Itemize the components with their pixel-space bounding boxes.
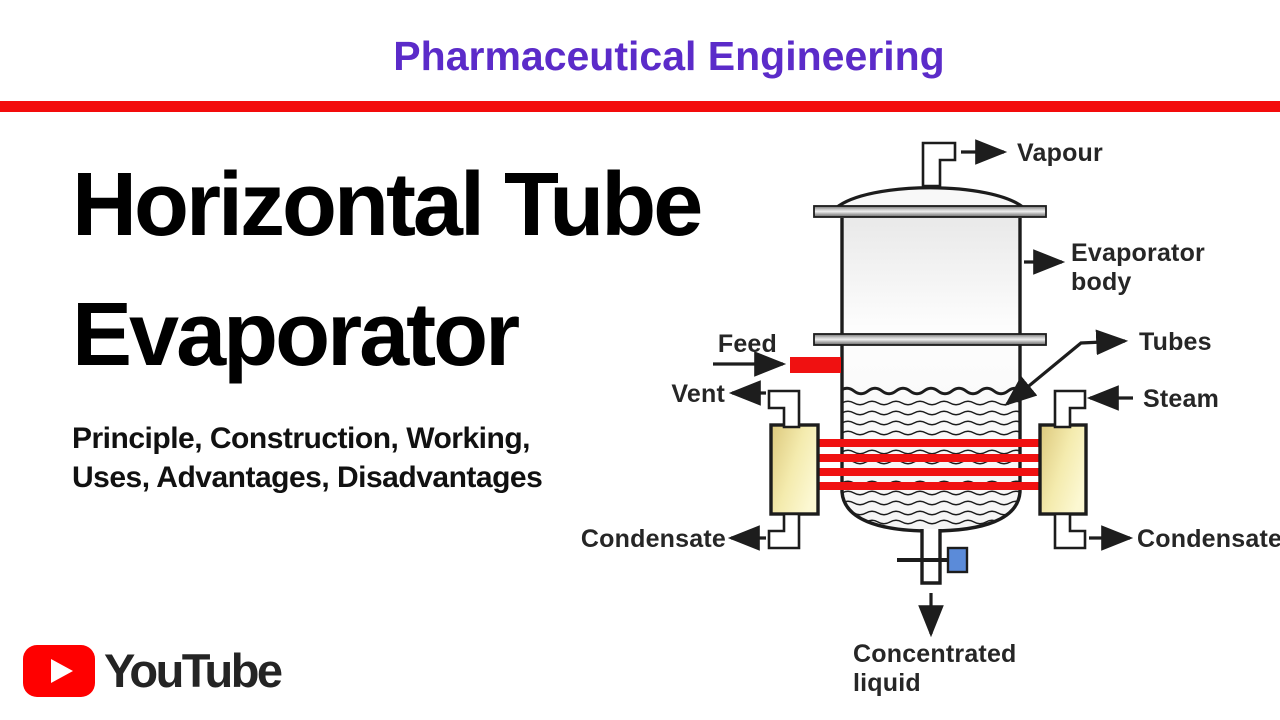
heating-tube	[818, 454, 1041, 462]
flange-top	[813, 205, 1047, 218]
outlet-pipe	[920, 529, 942, 585]
evaporator-body-label: Evaporator	[1071, 239, 1205, 267]
steam-label: Steam	[1143, 385, 1219, 413]
condensate-pipe-right	[1053, 512, 1087, 550]
condensate-pipe-left	[767, 512, 801, 550]
feed-inlet	[790, 357, 841, 373]
tubes-label: Tubes	[1139, 328, 1212, 356]
vent-pipe	[767, 389, 801, 429]
concentrated-liquid-label: Concentrated	[853, 640, 1017, 668]
youtube-wordmark: YouTube	[104, 644, 283, 697]
tubes-leader	[1004, 329, 1129, 407]
flange-middle	[813, 333, 1047, 346]
vapour-pipe	[921, 141, 957, 188]
valve	[946, 546, 969, 574]
subtitle-line-1: Principle, Construction, Working,	[72, 422, 530, 455]
heating-tube	[818, 482, 1041, 490]
header-title: Pharmaceutical Engineering	[393, 33, 945, 79]
steam-pipe	[1053, 389, 1087, 429]
heating-tube	[818, 439, 1041, 447]
youtube-logo: YouTube	[23, 644, 283, 697]
vent-label: Vent	[671, 380, 725, 408]
subtitle: Principle, Construction, Working, Uses, …	[72, 419, 543, 497]
page-title: Horizontal Tube Evaporator	[72, 140, 703, 400]
vapour-label: Vapour	[1017, 139, 1103, 167]
heating-tubes	[818, 439, 1041, 490]
steam-chest-left	[769, 423, 820, 516]
evaporator-body-label-2: body	[1071, 268, 1132, 296]
header: Pharmaceutical Engineering	[0, 0, 1280, 80]
title-line-2: Evaporator	[72, 285, 520, 385]
concentrated-liquid-label-2: liquid	[853, 669, 921, 697]
condensate-right-label: Condensate	[1137, 525, 1280, 553]
feed-label: Feed	[718, 330, 777, 358]
condensate-left-label: Condensate	[581, 525, 726, 553]
heating-tube	[818, 468, 1041, 476]
title-line-1: Horizontal Tube	[72, 155, 703, 255]
steam-chest-right	[1038, 423, 1088, 516]
dome-top	[834, 186, 1026, 210]
red-divider	[0, 101, 1280, 112]
youtube-play-icon	[23, 645, 95, 697]
subtitle-line-2: Uses, Advantages, Disadvantages	[72, 461, 543, 494]
